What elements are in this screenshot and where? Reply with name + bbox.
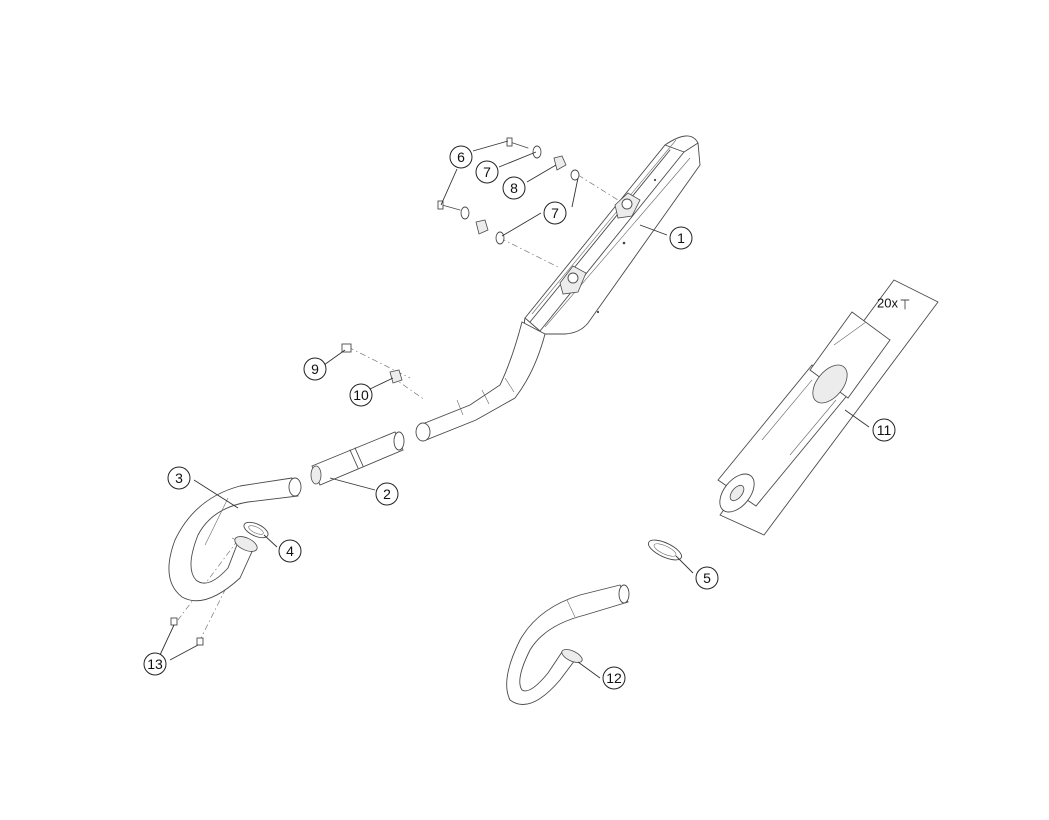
svg-text:2: 2 <box>383 486 391 502</box>
callout-6: 6 <box>449 145 473 169</box>
mid-pipe-section <box>310 431 405 486</box>
svg-text:7: 7 <box>483 164 491 180</box>
callout-8: 8 <box>502 176 526 200</box>
header-gasket <box>243 521 269 539</box>
svg-text:7: 7 <box>551 205 559 221</box>
callout-9: 9 <box>303 357 327 381</box>
alternate-header-pipe <box>506 584 630 705</box>
svg-text:13: 13 <box>147 656 163 672</box>
svg-text:8: 8 <box>510 180 518 196</box>
header-pipe <box>168 477 302 602</box>
callout-2: 2 <box>375 482 399 506</box>
callout-7-top: 7 <box>475 160 499 184</box>
svg-text:3: 3 <box>175 470 183 486</box>
callout-7-bottom: 7 <box>543 201 567 225</box>
rivet-icon <box>900 299 910 310</box>
svg-text:11: 11 <box>877 422 892 438</box>
svg-text:12: 12 <box>606 670 622 686</box>
svg-text:4: 4 <box>286 543 294 559</box>
callout-12: 12 <box>602 666 626 690</box>
callout-5: 5 <box>695 566 719 590</box>
callout-3: 3 <box>167 466 191 490</box>
svg-text:6: 6 <box>457 149 465 165</box>
ring-gasket <box>647 539 683 561</box>
callout-11: 11 <box>872 418 896 442</box>
callout-4: 4 <box>278 539 302 563</box>
svg-text:10: 10 <box>353 387 369 403</box>
callout-1: 1 <box>669 226 693 250</box>
silencer <box>524 135 701 335</box>
packing-sleeve <box>717 279 939 536</box>
callout-13: 13 <box>143 652 167 676</box>
leader-lines <box>159 140 870 679</box>
svg-text:5: 5 <box>703 570 711 586</box>
svg-text:9: 9 <box>311 361 319 377</box>
rivet-quantity: 20x <box>877 296 898 311</box>
svg-text:1: 1 <box>677 230 685 246</box>
link-pipe <box>415 321 546 442</box>
callout-10: 10 <box>349 383 373 407</box>
mounting-hardware <box>170 137 580 646</box>
